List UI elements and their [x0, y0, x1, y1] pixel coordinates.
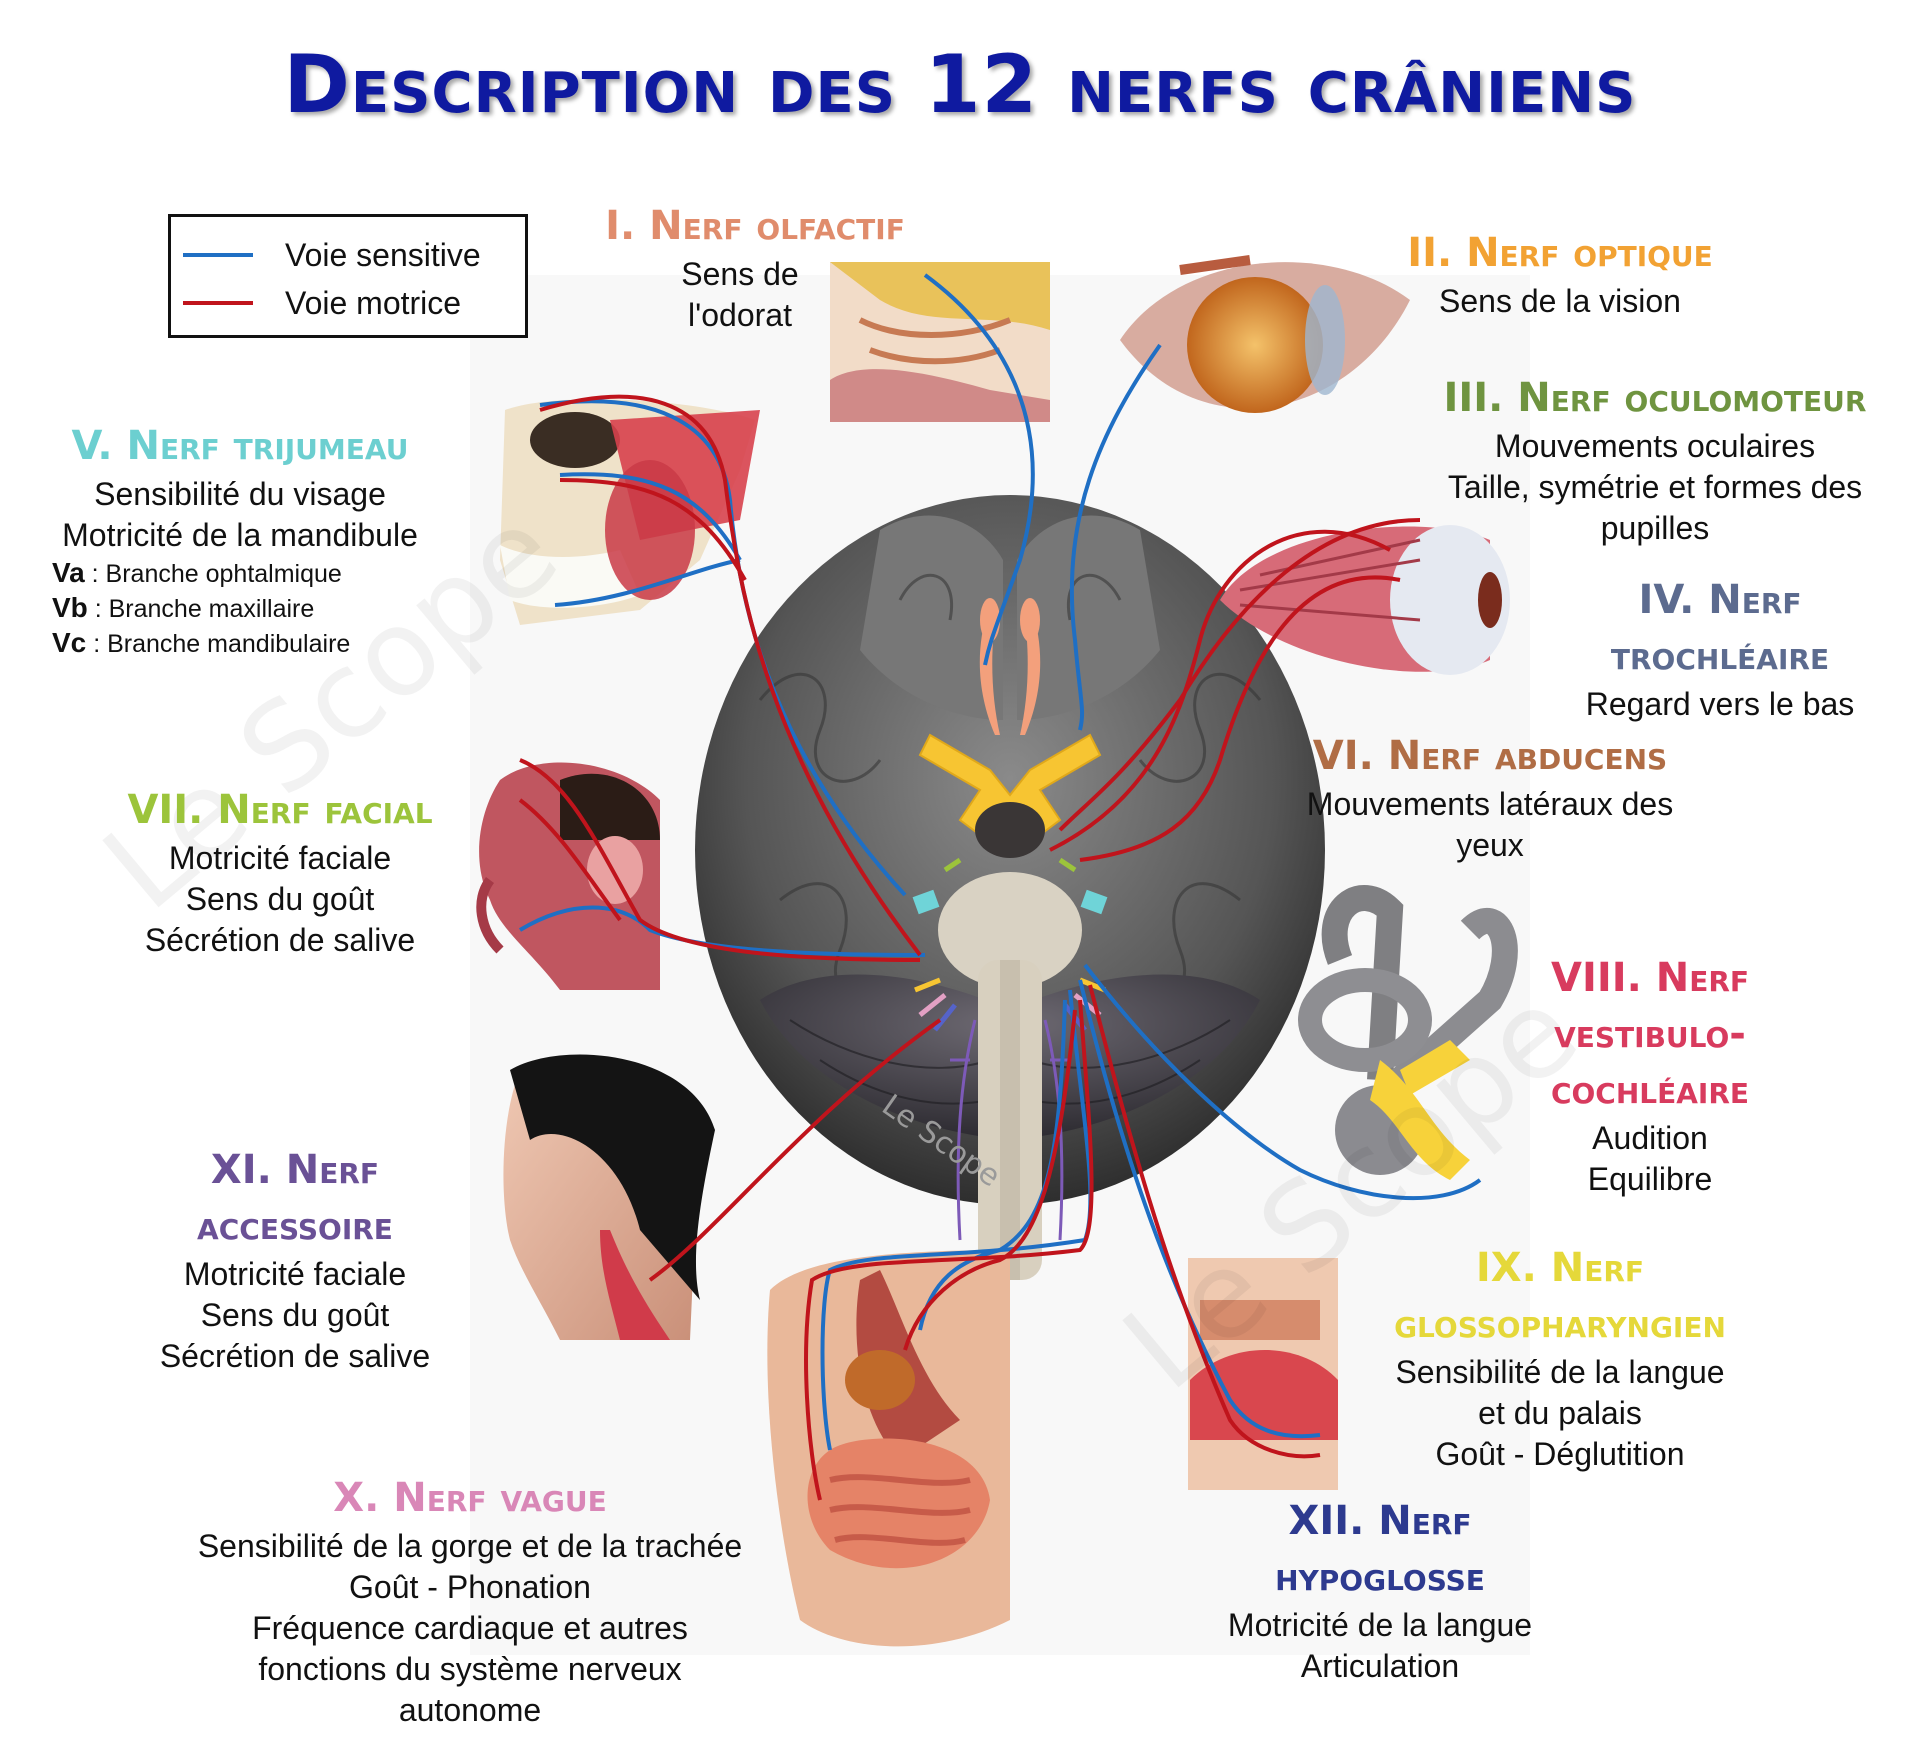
nerve-title: trochléaire [1610, 633, 1830, 679]
nerve-desc: Sensibilité de la langue [1395, 1354, 1725, 1390]
brain-inferior-view: Le Scope [695, 495, 1325, 1280]
nerve-desc: Goût - Phonation [349, 1569, 591, 1605]
nerve-title: IX. Nerf [1475, 1245, 1645, 1291]
nerve-desc: Fréquence cardiaque et autres [252, 1610, 688, 1646]
branch-code: Va [52, 557, 85, 588]
branch-code: Vb [52, 592, 88, 623]
page-title: Description des 12 nerfs crâniens [283, 38, 1637, 131]
nerve-desc: Motricité de la langue [1227, 1607, 1533, 1643]
branch-code: Vc [52, 627, 87, 658]
nerve-desc: Sens du goût [185, 881, 375, 917]
nerve-desc: Motricité faciale [168, 840, 392, 876]
nerve-title: vestibulo- [1554, 1011, 1746, 1057]
nerve-title: VII. Nerf facial [127, 787, 433, 833]
nerve-oculomotor: III. Nerf oculomoteur Mouvements oculair… [1410, 370, 1900, 549]
nerve-optic: II. Nerf optique Sens de la vision [1360, 225, 1760, 322]
nerve-olfactory: I. Nerf olfactif Sens de l'odorat [560, 198, 950, 336]
nerve-vestibulocochlear: VIII. Nerf vestibulo- cochléaire Auditio… [1510, 950, 1790, 1200]
nerve-vagus: X. Nerf vague Sensibilité de la gorge et… [150, 1470, 790, 1731]
nerve-title: IV. Nerf [1638, 577, 1802, 623]
eye-muscles-image [1220, 525, 1510, 675]
torso-organs-image [767, 1250, 1010, 1647]
nerve-title: accessoire [197, 1203, 393, 1249]
nerve-desc: l'odorat [688, 297, 792, 333]
nerve-title: I. Nerf olfactif [605, 203, 905, 249]
legend-item-motor: Voie motrice [183, 283, 461, 323]
legend-item-sensory: Voie sensitive [183, 235, 481, 275]
nerve-title: X. Nerf vague [333, 1475, 607, 1521]
branch-text: Branche maxillaire [108, 595, 315, 623]
nerve-desc: Sécrétion de salive [144, 922, 416, 958]
legend-swatch [183, 301, 253, 305]
nerve-facial: VII. Nerf facial Motricité faciale Sens … [80, 782, 480, 961]
nerve-title: glossopharyngien [1394, 1301, 1726, 1347]
nerve-desc: yeux [1456, 827, 1524, 863]
nerve-desc: Sensibilité de la gorge et de la trachée [197, 1528, 743, 1564]
nerve-desc: et du palais [1478, 1395, 1642, 1431]
nerve-desc: Sensibilité du visage [94, 476, 386, 512]
neck-profile-image [503, 1054, 715, 1340]
nerve-desc: Mouvements latéraux des [1306, 786, 1674, 822]
nerve-abducens: VI. Nerf abducens Mouvements latéraux de… [1280, 728, 1700, 866]
legend-label: Voie motrice [285, 284, 462, 321]
nerve-hypoglossal: XII. Nerf hypoglosse Motricité de la lan… [1180, 1493, 1580, 1687]
nerve-title: III. Nerf oculomoteur [1443, 375, 1867, 421]
nerve-desc: Motricité faciale [183, 1256, 407, 1292]
branch-item: Va : Branche ophtalmique [52, 557, 342, 588]
nerve-title: hypoglosse [1275, 1554, 1485, 1600]
nerve-trigeminal: V. Nerf trijumeau Sensibilité du visage … [30, 418, 450, 661]
legend-label: Voie sensitive [285, 236, 481, 273]
nerve-glossopharyngeal: IX. Nerf glossopharyngien Sensibilité de… [1340, 1240, 1780, 1475]
nerve-desc: Sens de la vision [1439, 283, 1681, 319]
eye-cross-section-image [1120, 255, 1410, 413]
nerve-desc: Goût - Déglutition [1435, 1436, 1685, 1472]
nerve-desc: Mouvements oculaires [1494, 428, 1816, 464]
branch-item: Vb : Branche maxillaire [52, 592, 315, 623]
nerve-desc: Equilibre [1587, 1161, 1713, 1197]
legend-swatch [183, 253, 253, 257]
nerve-desc: Taille, symétrie et formes des [1447, 469, 1863, 505]
nerve-desc: Audition [1592, 1120, 1708, 1156]
nerve-desc: Motricité de la mandibule [62, 517, 418, 553]
nerve-desc: Articulation [1300, 1648, 1460, 1684]
nerve-desc: Sens de [681, 256, 799, 292]
nerve-title: VI. Nerf abducens [1312, 733, 1668, 779]
nerve-desc: pupilles [1600, 510, 1710, 546]
nerve-title: cochléaire [1550, 1067, 1750, 1113]
inner-ear-image [1298, 885, 1518, 1180]
nerve-trochlear: IV. Nerf trochléaire Regard vers le bas [1540, 572, 1900, 725]
nerve-desc: Sécrétion de salive [159, 1338, 431, 1374]
nerve-desc: Sens du goût [200, 1297, 390, 1333]
branch-item: Vc : Branche mandibulaire [52, 627, 351, 658]
nerve-desc: fonctions du système nerveux [258, 1651, 682, 1687]
nerve-title: II. Nerf optique [1407, 230, 1713, 276]
nerve-title: VIII. Nerf [1550, 955, 1750, 1001]
branch-text: Branche ophtalmique [105, 560, 342, 588]
nerve-desc: autonome [398, 1692, 542, 1728]
nerve-paths [518, 273, 1482, 1501]
skull-image [500, 399, 760, 625]
nerve-title: V. Nerf trijumeau [71, 423, 409, 469]
nerve-title: XII. Nerf [1288, 1498, 1472, 1544]
nerve-desc: Regard vers le bas [1585, 686, 1855, 722]
nerve-accessory: XI. Nerf accessoire Motricité faciale Se… [120, 1142, 470, 1377]
branch-text: Branche mandibulaire [107, 630, 351, 658]
legend: Voie sensitive Voie motrice [168, 214, 528, 338]
nerve-title: XI. Nerf [210, 1147, 380, 1193]
